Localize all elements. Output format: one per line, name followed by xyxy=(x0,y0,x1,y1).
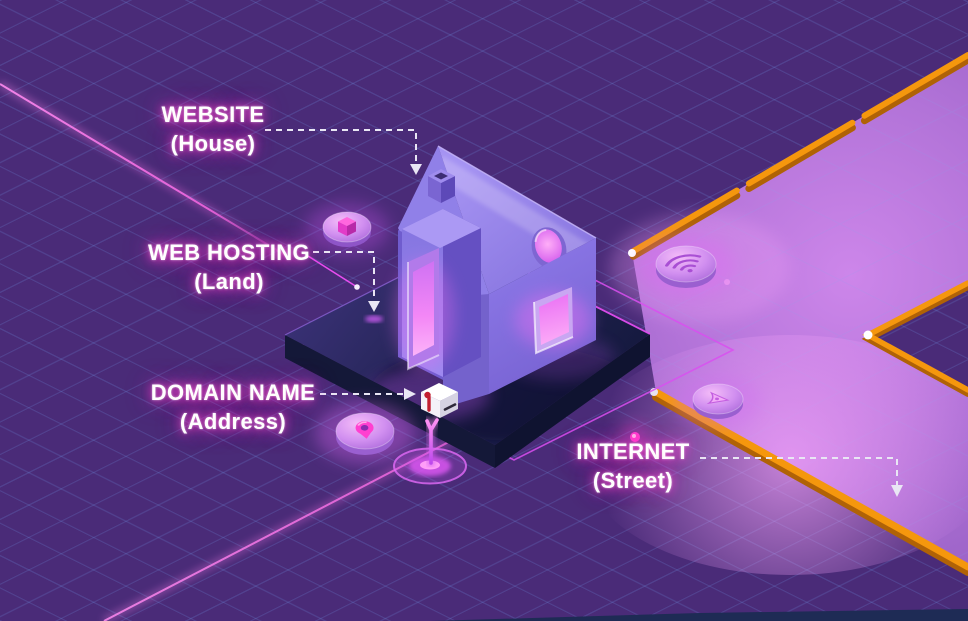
callout-arrows xyxy=(265,129,898,485)
web-hosting-label-subtitle: (Land) xyxy=(194,269,264,294)
mailbox-flag xyxy=(424,391,431,412)
street-hot-dot xyxy=(621,423,649,451)
web-hosting-label-title: WEB HOSTING xyxy=(147,240,311,265)
pointer-node xyxy=(354,284,360,290)
tower-door-window xyxy=(407,248,440,371)
website-label: WEBSITE (House) xyxy=(161,100,264,158)
chimney xyxy=(428,169,455,203)
house-illustration xyxy=(394,145,597,408)
street-road xyxy=(580,52,968,576)
wifi-icon xyxy=(665,254,702,273)
domain-name-label-subtitle: (Address) xyxy=(179,409,287,434)
pointer-triangle-icon xyxy=(706,391,730,405)
callout-arrowheads xyxy=(368,164,903,497)
upper-curb xyxy=(629,52,968,255)
mailbox-icon xyxy=(421,383,458,418)
wifi-disc xyxy=(636,235,736,297)
domain-arrowhead xyxy=(404,388,416,400)
webhosting-target-glow xyxy=(365,315,383,323)
internet-label: INTERNET (Street) xyxy=(576,437,689,495)
mail-slot xyxy=(443,403,457,411)
website-label-title: WEBSITE xyxy=(161,102,265,127)
website-label-subtitle: (House) xyxy=(170,131,256,156)
cube-icon xyxy=(338,217,356,236)
tower-side-face xyxy=(443,209,481,377)
tower-top-face xyxy=(402,209,481,248)
webhosting-pointer-line xyxy=(307,255,358,288)
platform-side-left xyxy=(285,335,495,468)
domain-name-label-title: DOMAIN NAME xyxy=(150,380,316,405)
platform-side-right xyxy=(495,334,650,468)
pointer-disc xyxy=(674,374,762,428)
laser-top-left xyxy=(0,83,301,265)
mailbox-group xyxy=(393,383,467,485)
webhosting-arrowhead xyxy=(368,301,380,312)
internet-arrowhead xyxy=(891,485,903,497)
cube-disc xyxy=(305,203,389,255)
internet-label-subtitle: (Street) xyxy=(592,468,674,493)
roof-ridge xyxy=(437,145,597,239)
bottom-strip xyxy=(430,609,968,621)
tower-wing xyxy=(394,209,481,377)
pin-disc xyxy=(315,402,415,464)
mailbox-post xyxy=(423,416,441,467)
website-arrowhead xyxy=(410,164,422,175)
right-wall-window xyxy=(533,287,574,355)
internet-label-title: INTERNET xyxy=(576,439,690,464)
web-hosting-label: WEB HOSTING (Land) xyxy=(148,238,310,296)
website-arrow-line xyxy=(265,129,417,164)
domain-name-label: DOMAIN NAME (Address) xyxy=(151,378,316,436)
webhosting-arrow-line xyxy=(313,251,375,301)
internet-arrow-line xyxy=(700,457,898,485)
location-pin-icon xyxy=(355,421,374,439)
